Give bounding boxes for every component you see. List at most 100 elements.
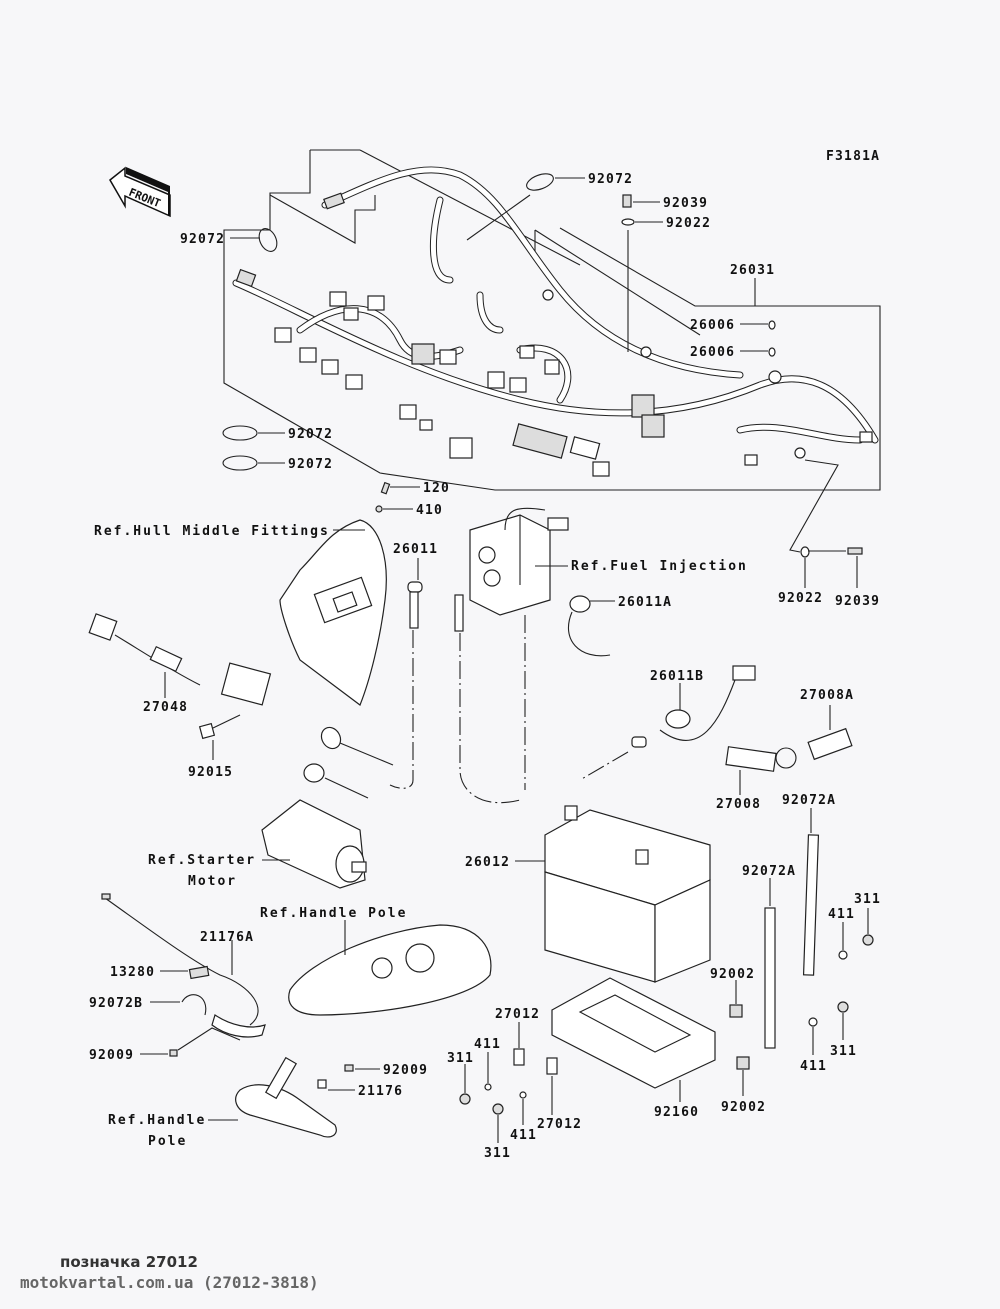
label-26011B: 26011B <box>650 669 704 684</box>
nut-311-b: 311 <box>830 1001 857 1059</box>
washer-411-a: 411 <box>828 907 855 960</box>
nut-92015: 92015 <box>188 714 241 780</box>
handle-pole-top: Ref.Handle Pole <box>260 906 492 1016</box>
label-21176A: 21176A <box>200 930 254 945</box>
battery-tray-92160: 92160 <box>551 977 716 1120</box>
handle-pole-bottom: Ref.Handle Pole <box>108 1056 337 1149</box>
nut-311-d: 311 <box>484 1103 511 1161</box>
relay-27048: 27048 <box>88 613 272 715</box>
ref-starter-motor-line1: Ref.Starter <box>148 853 256 868</box>
ref-handle-pole-bottom-line1: Ref.Handle <box>108 1113 206 1128</box>
label-411-b: 411 <box>800 1059 827 1074</box>
label-13280: 13280 <box>110 965 155 980</box>
label-27048: 27048 <box>143 700 188 715</box>
clamp-92072-top: 92072 <box>466 172 633 241</box>
label-92072A-right: 92072A <box>782 793 836 808</box>
key-27008: 27008 <box>716 746 797 812</box>
label-92072B: 92072B <box>89 996 143 1011</box>
footer-caption: позначка 27012 <box>60 1253 198 1271</box>
label-27008: 27008 <box>716 797 761 812</box>
sensor-21176: 21176 <box>317 1079 403 1099</box>
label-411-a: 411 <box>828 907 855 922</box>
label-92022-right: 92022 <box>778 591 823 606</box>
washer-411-d: 411 <box>510 1091 537 1143</box>
screw-92009-a: 92009 <box>89 1027 241 1063</box>
label-27008A: 27008A <box>800 688 854 703</box>
washer-411-b: 411 <box>800 1017 827 1074</box>
label-311-b: 311 <box>830 1044 857 1059</box>
ref-hull-middle-fittings: Ref.Hull Middle Fittings <box>94 524 330 539</box>
label-311-c: 311 <box>447 1051 474 1066</box>
harness-26031: 26031 <box>730 263 775 306</box>
label-27012-b: 27012 <box>537 1117 582 1132</box>
figure-code: F3181A <box>826 149 880 164</box>
label-410: 410 <box>416 503 443 518</box>
label-92072-top: 92072 <box>588 172 633 187</box>
washer-92022-top: 92022 <box>621 216 711 352</box>
label-92015: 92015 <box>188 765 233 780</box>
label-plate-13280: 13280 <box>110 965 210 980</box>
label-26011A: 26011A <box>618 595 672 610</box>
bolt-120: 120 <box>380 481 450 496</box>
cap-26006-b: 26006 <box>690 345 776 360</box>
label-92002-a: 92002 <box>710 967 755 982</box>
label-411-d: 411 <box>510 1128 537 1143</box>
label-26031: 26031 <box>730 263 775 278</box>
cable-26011A: 26011A <box>524 595 672 790</box>
screw-92009-b: 92009 <box>344 1063 428 1078</box>
label-92009-b: 92009 <box>383 1063 428 1078</box>
strap-92072A-left: 92072A <box>742 864 796 1049</box>
label-92072-c: 92072 <box>288 427 333 442</box>
label-92022-top: 92022 <box>666 216 711 231</box>
sensor-92039-top: 92039 <box>622 194 708 211</box>
key-27008A: 27008A <box>800 688 854 761</box>
label-21176: 21176 <box>358 1084 403 1099</box>
label-92072A-left: 92072A <box>742 864 796 879</box>
label-27012-a: 27012 <box>495 1007 540 1022</box>
main-wiring-harness <box>232 166 879 477</box>
label-92039-right: 92039 <box>835 594 880 609</box>
label-92009-a: 92009 <box>89 1048 134 1063</box>
starter-motor: Ref.Starter Motor <box>148 726 394 889</box>
cable-26011: 26011 <box>389 542 521 804</box>
label-26011: 26011 <box>393 542 438 557</box>
ref-handle-pole-bottom-line2: Pole <box>148 1134 187 1149</box>
label-120: 120 <box>423 481 450 496</box>
hull-middle-fittings: Ref.Hull Middle Fittings <box>94 519 387 706</box>
label-26006-a: 26006 <box>690 318 735 333</box>
nut-311-c: 311 <box>447 1051 474 1105</box>
washer-411-c: 411 <box>474 1037 500 1091</box>
label-92002-b: 92002 <box>721 1100 766 1115</box>
label-311-d: 311 <box>484 1146 511 1161</box>
clamp-92072-left: 92072 <box>180 228 278 252</box>
bolt-92002-b: 92002 <box>721 1056 766 1115</box>
label-92072-d: 92072 <box>288 457 333 472</box>
label-26006-b: 26006 <box>690 345 735 360</box>
ref-starter-motor-line2: Motor <box>188 874 237 889</box>
bolt-92002-a: 92002 <box>710 967 755 1018</box>
strap-92072A-right: 92072A <box>782 793 836 976</box>
fuel-injection-unit: Ref.Fuel Injection <box>469 507 748 616</box>
clamp-92072B: 92072B <box>89 994 266 1038</box>
ground-fitting-right: 92022 92039 <box>778 459 880 609</box>
bracket-27012-a: 27012 <box>495 1007 540 1066</box>
label-311-a: 311 <box>854 892 881 907</box>
cap-26006-a: 26006 <box>690 318 776 333</box>
clamp-92072-d: 92072 <box>222 455 333 472</box>
harness-outline <box>223 149 881 491</box>
label-26012: 26012 <box>465 855 510 870</box>
ref-handle-pole-top: Ref.Handle Pole <box>260 906 407 921</box>
ref-fuel-injection: Ref.Fuel Injection <box>571 559 748 574</box>
battery-26012: 26012 <box>465 805 711 983</box>
sensor-cable-21176A: 21176A <box>101 893 259 1026</box>
nut-311-a: 311 <box>854 892 881 946</box>
label-92072-left: 92072 <box>180 232 225 247</box>
bracket-27012-b: 27012 <box>537 1057 582 1132</box>
washer-410: 410 <box>375 503 443 518</box>
front-arrow-icon: FRONT <box>109 166 171 218</box>
label-92039-top: 92039 <box>663 196 708 211</box>
clamp-92072-c: 92072 <box>222 425 333 442</box>
cable-26011B: 26011B <box>579 665 756 781</box>
footer-source: motokvartal.com.ua (27012-3818) <box>20 1273 319 1292</box>
